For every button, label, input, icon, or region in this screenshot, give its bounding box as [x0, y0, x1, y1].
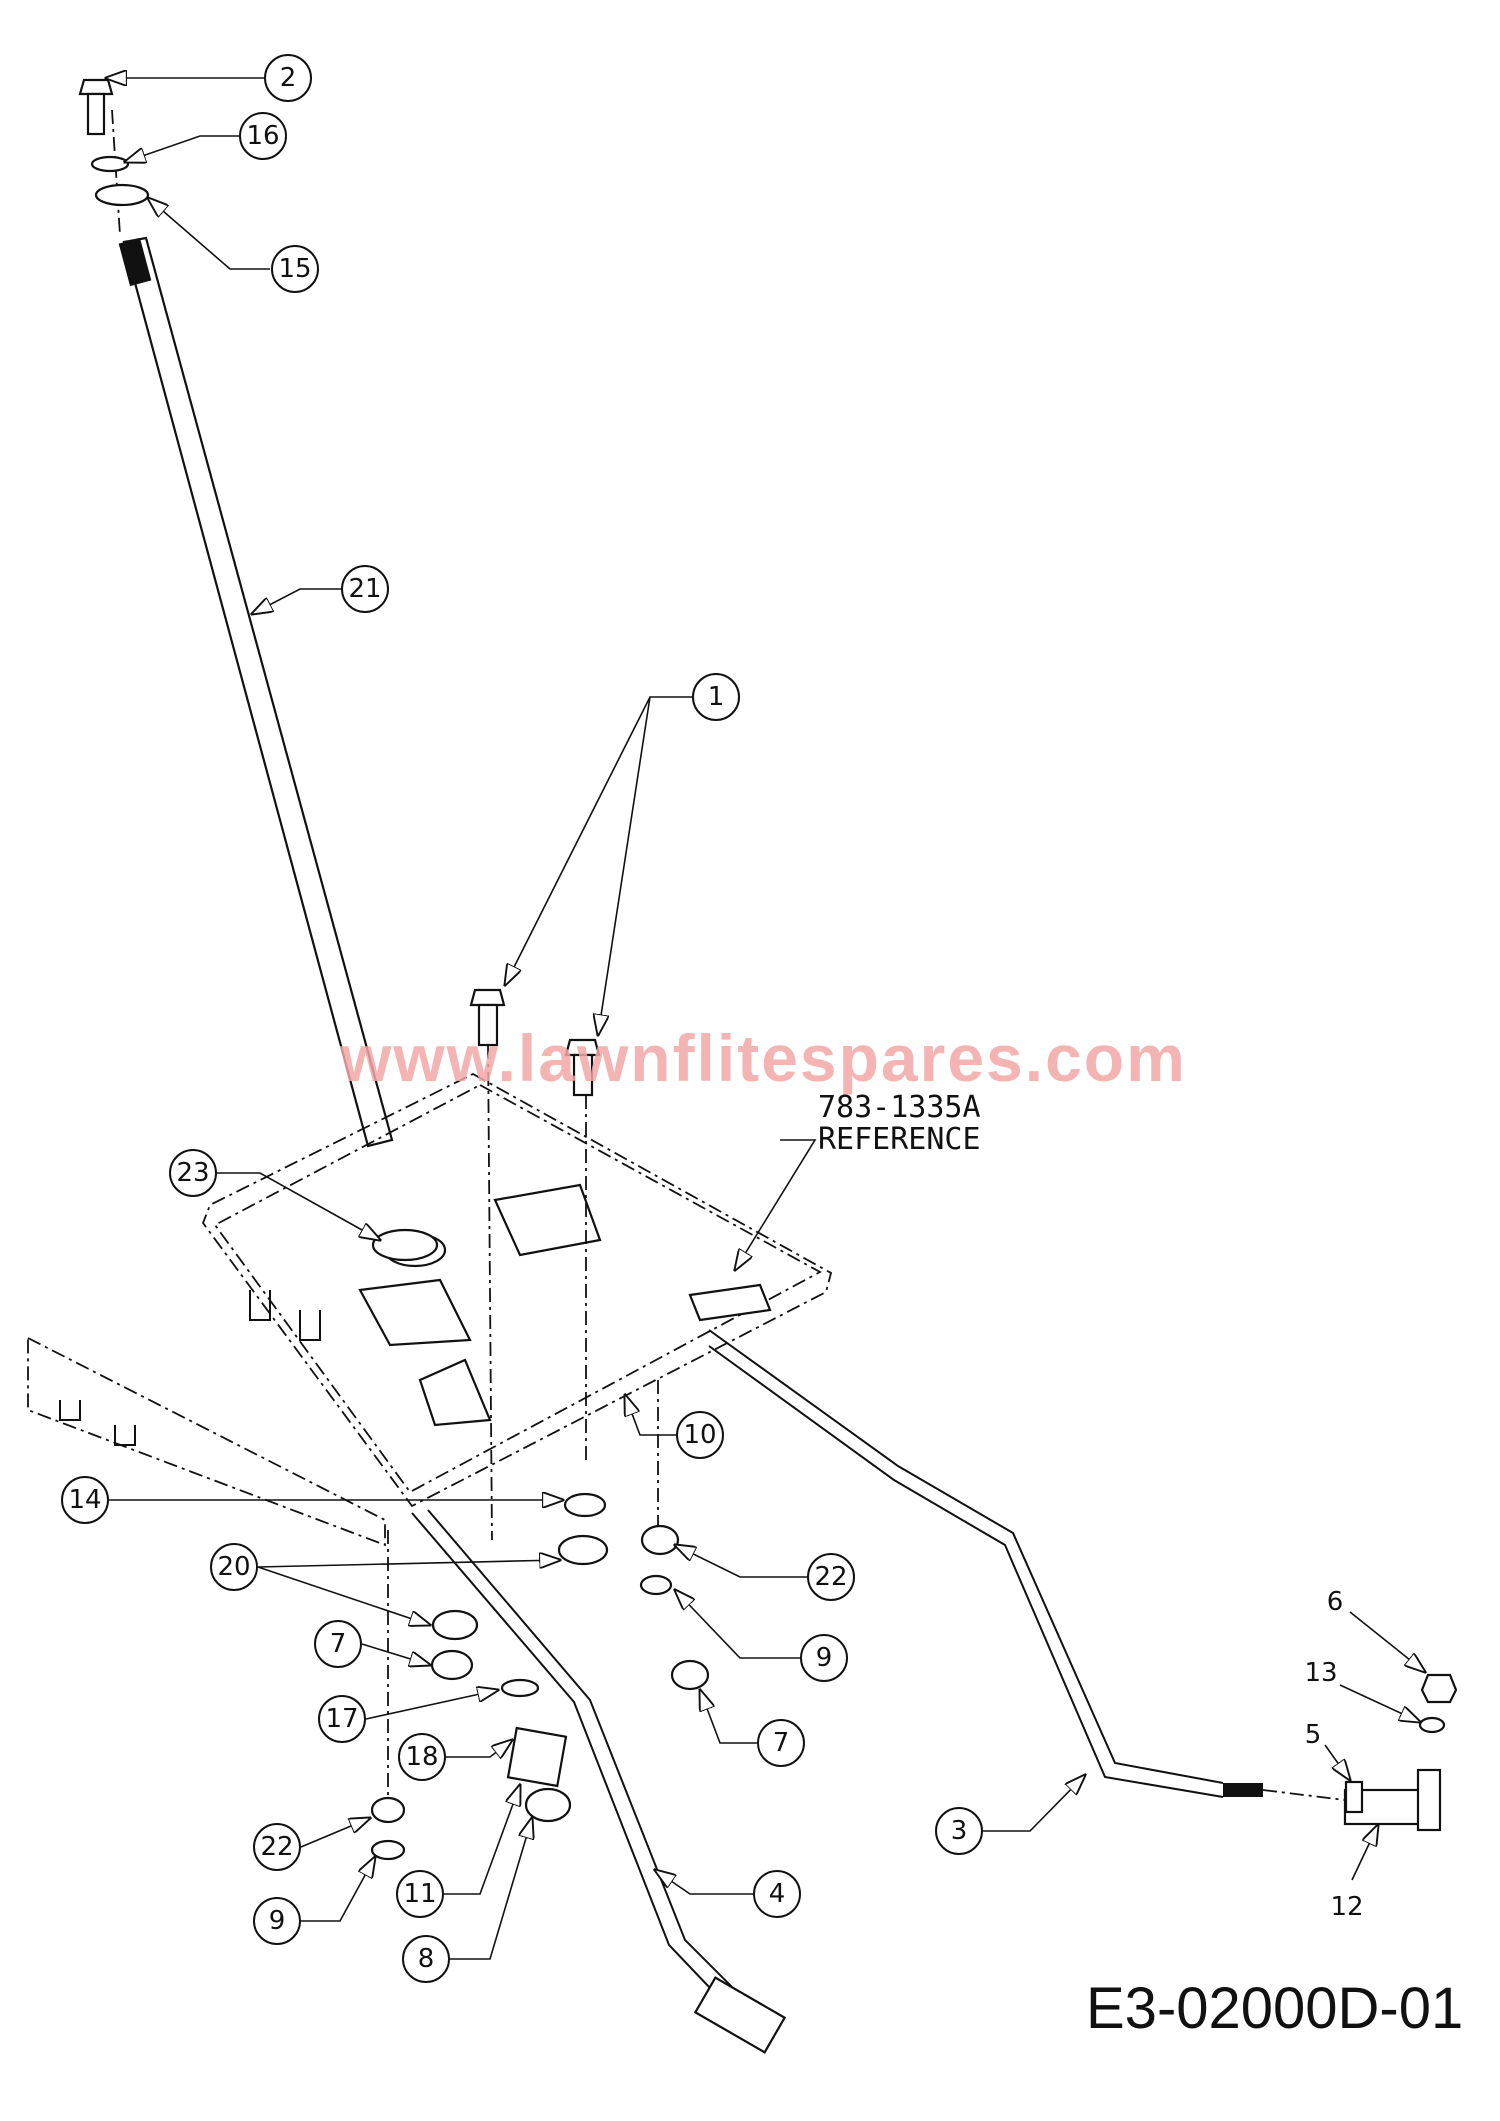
- callout: 2: [264, 54, 312, 102]
- callout: 22: [253, 1823, 301, 1871]
- callout-label: 9: [269, 1906, 286, 1936]
- callout-label: 18: [405, 1742, 438, 1772]
- tie-rod: [411, 1509, 787, 2054]
- callout-label: 21: [348, 574, 381, 604]
- bolt-and-washers: [78, 78, 150, 207]
- part-label: 6: [1327, 1587, 1344, 1617]
- callout-label: 23: [176, 1158, 209, 1188]
- reference-part-number: 783-1335A: [818, 1090, 981, 1125]
- callout-label: 1: [708, 682, 725, 712]
- callout: 20: [210, 1543, 258, 1591]
- callout: 9: [253, 1897, 301, 1945]
- axle-bracket: [27, 1290, 386, 1547]
- callout: 8: [402, 1935, 450, 1983]
- callout: 18: [398, 1733, 446, 1781]
- callout-label: 22: [814, 1562, 847, 1592]
- callout-label: 3: [951, 1816, 968, 1846]
- ball-joint: [1343, 1673, 1458, 1832]
- callout-label: 7: [330, 1629, 347, 1659]
- callout-label: 8: [418, 1944, 435, 1974]
- callout-label: 22: [260, 1832, 293, 1862]
- callout-label: 2: [280, 63, 297, 93]
- hardware: [370, 1492, 710, 1861]
- callout-label: 14: [68, 1485, 101, 1515]
- callout-label: 9: [816, 1643, 833, 1673]
- callout: 7: [757, 1719, 805, 1767]
- part-label: 13: [1304, 1658, 1337, 1688]
- callout: 15: [271, 245, 319, 293]
- callout-label: 16: [246, 121, 279, 151]
- frame-bolts: [387, 988, 659, 1800]
- leader-lines: [106, 78, 1425, 1960]
- diagram-id: E3-02000D-01: [1086, 1976, 1464, 2041]
- callout-label: 17: [325, 1704, 358, 1734]
- callout-label: 11: [403, 1879, 436, 1909]
- drag-link: [708, 1329, 1346, 1801]
- callout: 17: [318, 1695, 366, 1743]
- callout: 21: [341, 565, 389, 613]
- part-label: 5: [1305, 1720, 1322, 1750]
- callout: 11: [396, 1870, 444, 1918]
- callout: 4: [753, 1870, 801, 1918]
- callout: 9: [800, 1634, 848, 1682]
- steering-shaft: [111, 109, 394, 1148]
- part-label: 12: [1330, 1892, 1363, 1922]
- callout: 16: [239, 112, 287, 160]
- watermark: www.lawnflitespares.com: [340, 1021, 1187, 1095]
- callout: 3: [935, 1807, 983, 1855]
- reference-note: 783-1335A REFERENCE: [818, 1092, 981, 1156]
- callout: 7: [314, 1620, 362, 1668]
- bushing: [371, 1228, 439, 1262]
- callout: 23: [169, 1149, 217, 1197]
- callout-label: 7: [773, 1728, 790, 1758]
- callout-label: 20: [217, 1552, 250, 1582]
- callout: 14: [61, 1476, 109, 1524]
- callout-label: 10: [683, 1420, 716, 1450]
- frame-plate: [201, 1072, 833, 1508]
- callout: 10: [676, 1411, 724, 1459]
- callout-label: 4: [769, 1879, 786, 1909]
- reference-label: REFERENCE: [818, 1122, 981, 1157]
- callout: 22: [807, 1553, 855, 1601]
- callout: 1: [692, 673, 740, 721]
- callout-label: 15: [278, 254, 311, 284]
